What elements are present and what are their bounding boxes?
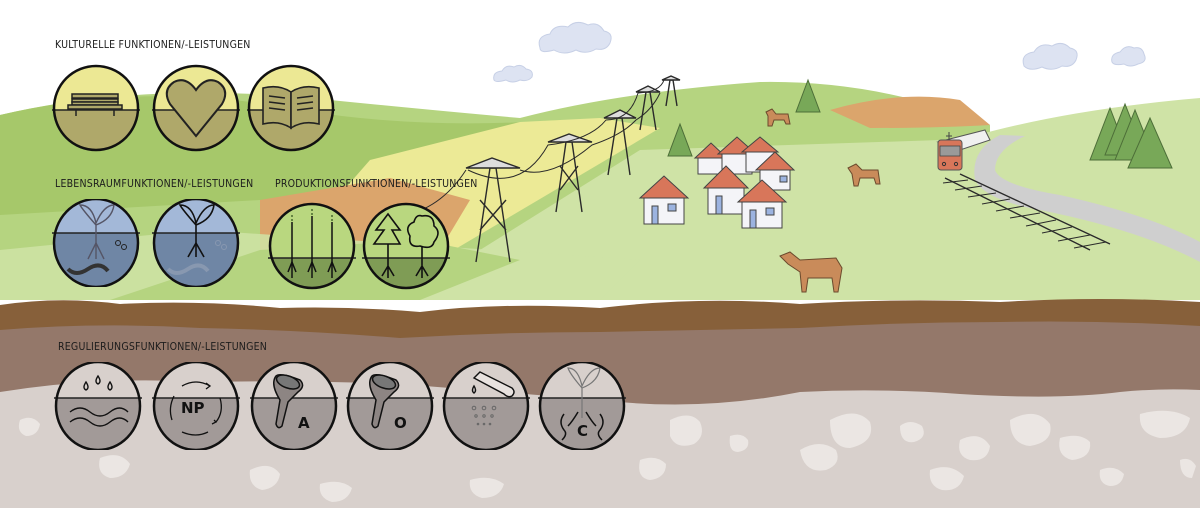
cloud-icon	[493, 21, 1146, 83]
seedling-worm-faded-icon[interactable]	[52, 199, 140, 287]
book-icon[interactable]	[247, 64, 335, 152]
carbon-roots-icon[interactable]: C	[538, 362, 626, 450]
o-label: O	[394, 414, 407, 432]
tree-icon	[667, 78, 821, 157]
seedling-worm-icon[interactable]	[152, 199, 240, 287]
nutrient-cycle-icon[interactable]: NP	[152, 362, 240, 450]
section-label-regulation: Regulierungsfunktionen/-Leistungen	[58, 340, 268, 354]
c-label: C	[577, 422, 589, 440]
bench-icon[interactable]	[52, 64, 140, 152]
funnel-a-icon[interactable]: A	[250, 362, 338, 450]
funnel-o-icon[interactable]: O	[346, 362, 434, 450]
a-label: A	[298, 414, 310, 432]
stones-decoration	[18, 410, 1196, 502]
railway-track-icon	[942, 173, 1111, 251]
forest-icon	[1089, 102, 1173, 169]
heart-icon[interactable]	[152, 64, 240, 152]
test-tube-icon[interactable]	[442, 362, 530, 450]
section-label-production: Produktionsfunktionen/-Leistungen	[275, 177, 478, 191]
trees-icon[interactable]	[362, 202, 450, 290]
section-label-habitat: Lebensraumfunktionen/-Leistungen	[55, 177, 254, 191]
cow-icon	[765, 108, 881, 293]
grain-icon[interactable]	[268, 202, 356, 290]
village-houses-icon	[638, 136, 796, 229]
power-pylon-icon	[399, 75, 681, 263]
train-icon	[936, 129, 991, 171]
water-drops-icon[interactable]	[54, 362, 142, 450]
np-label: NP	[181, 399, 205, 417]
section-label-cultural: Kulturelle Funktionen/-Leistungen	[55, 38, 251, 52]
